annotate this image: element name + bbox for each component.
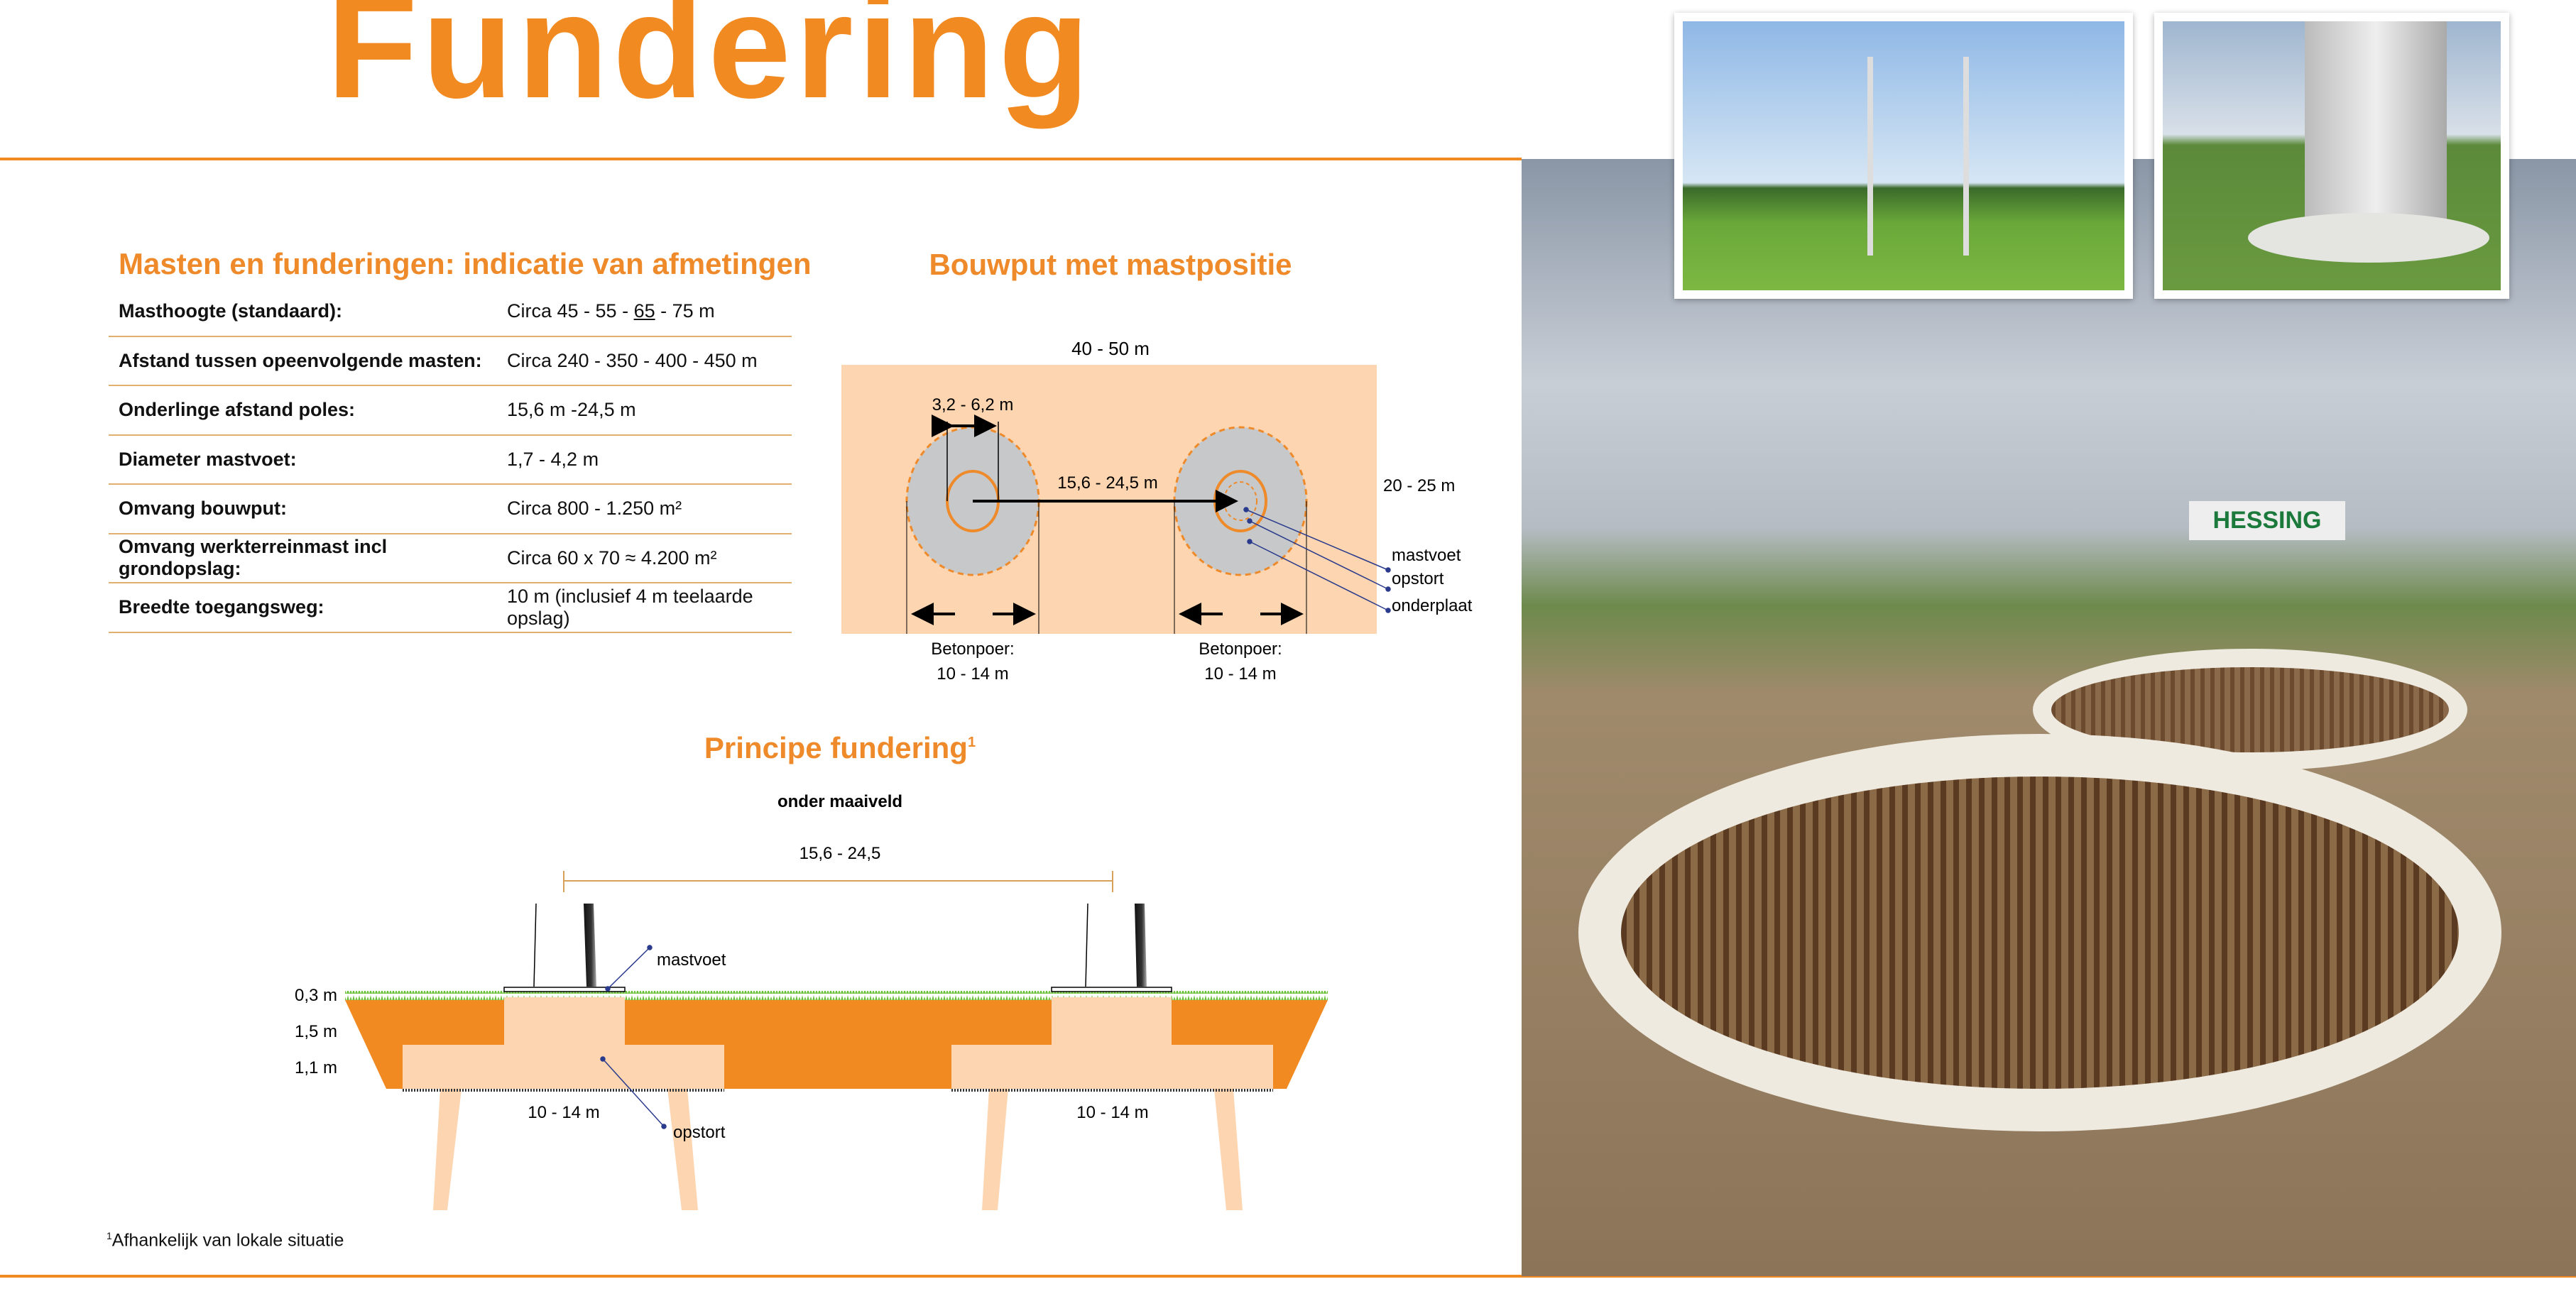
- mastvoet-diameter-label: 3,2 - 6,2 m: [932, 395, 1014, 415]
- depth-label: 1,1 m: [295, 1058, 337, 1077]
- opstort-right: [1223, 481, 1257, 521]
- betonpoer-label-right: Betonpoer:: [1199, 640, 1282, 659]
- row-label: Afstand tussen opeenvolgende masten:: [119, 349, 482, 371]
- footnote-marker: 1: [968, 735, 976, 750]
- legend-mastvoet: mastvoet: [1392, 546, 1461, 565]
- mastvoet-photo: [2163, 21, 2501, 290]
- grass: [345, 991, 1328, 1000]
- betonpoer-label-left: Betonpoer:: [931, 640, 1014, 659]
- pylon-photo: [1683, 21, 2124, 290]
- value-part: - 75 m: [655, 300, 715, 322]
- bouwput-height-label: 20 - 25 m: [1383, 476, 1455, 495]
- row-value: 1,7 - 4,2 m: [507, 448, 599, 470]
- mastvoet-label: mastvoet: [657, 950, 726, 970]
- diagrams: Bouwput met mastpositie 40 - 50 m 3,2 - …: [295, 248, 1473, 1210]
- row-value: 10 m (inclusief 4 m teelaarde opslag): [507, 585, 753, 629]
- footer-divider: [0, 1275, 2576, 1278]
- row-label: Onderlinge afstand poles:: [119, 399, 356, 421]
- legend-onderplaat: onderplaat: [1392, 596, 1473, 615]
- pylon-photo-frame: [1674, 13, 2133, 299]
- page-title: Fundering: [327, 0, 1094, 129]
- legend-opstort: opstort: [1392, 569, 1444, 588]
- construction-photo: HESSING: [1522, 159, 2576, 1276]
- table-row: Omvang bouwput: Circa 800 - 1.250 m²: [109, 485, 792, 534]
- value-underlined: 65: [633, 300, 655, 322]
- plate-size-left: 10 - 14 m: [528, 1103, 599, 1122]
- specs-heading: Masten en funderingen: indicatie van afm…: [119, 247, 812, 280]
- truck-sign: HESSING: [2189, 501, 2345, 540]
- header-divider: [0, 158, 1522, 160]
- principe-heading-text: Principe fundering: [704, 731, 968, 764]
- span-label: 15,6 - 24,5: [799, 844, 881, 863]
- value-part: Circa 45 - 55 -: [507, 300, 634, 322]
- betonpoer-size-right: 10 - 14 m: [1204, 664, 1276, 684]
- principe-heading: Principe fundering1: [704, 731, 976, 764]
- table-row: Masthoogte (standaard): Circa 45 - 55 - …: [109, 287, 792, 337]
- footnote-text: Afhankelijk van lokale situatie: [111, 1230, 344, 1251]
- foundation-right: [951, 997, 1273, 1089]
- row-value: Circa 240 - 350 - 400 - 450 m: [507, 349, 758, 371]
- depth-label: 0,3 m: [295, 986, 337, 1005]
- table-row: Omvang werkterreinmast incl grondopslag:…: [109, 534, 792, 583]
- row-value: Circa 45 - 55 - 65 - 75 m: [507, 300, 792, 322]
- table-row: Breedte toegangsweg: 10 m (inclusief 4 m …: [109, 583, 792, 633]
- opstort-label: opstort: [673, 1123, 726, 1142]
- row-label: Masthoogte (standaard):: [119, 300, 343, 322]
- plate-size-right: 10 - 14 m: [1076, 1103, 1148, 1122]
- bouwput-width-label: 40 - 50 m: [1071, 338, 1150, 359]
- mastvoet-photo-frame: [2154, 13, 2509, 299]
- row-value: Circa 800 - 1.250 m²: [507, 498, 682, 520]
- foundation-left: [403, 997, 724, 1089]
- pole-distance-label: 15,6 - 24,5 m: [1057, 473, 1157, 493]
- row-label: Omvang bouwput:: [119, 498, 287, 520]
- principe-subheading: onder maaiveld: [777, 792, 902, 811]
- footnote: 1Afhankelijk van lokale situatie: [107, 1230, 344, 1251]
- row-label: Breedte toegangsweg:: [119, 596, 324, 618]
- table-row: Afstand tussen opeenvolgende masten: Circ…: [109, 337, 792, 386]
- row-value: Circa 60 x 70 ≈ 4.200 m²: [507, 547, 717, 569]
- depth-label: 1,5 m: [295, 1022, 337, 1041]
- row-label: Diameter mastvoet:: [119, 448, 297, 470]
- footnote-marker: 1: [107, 1230, 112, 1241]
- table-row: Onderlinge afstand poles: 15,6 m -24,5 m: [109, 386, 792, 436]
- row-value: 15,6 m -24,5 m: [507, 399, 636, 421]
- betonpoer-size-left: 10 - 14 m: [937, 664, 1008, 684]
- bouwput-heading: Bouwput met mastpositie: [929, 248, 1292, 281]
- large-rebar-ring: [1578, 734, 2501, 1131]
- row-label: Omvang werkterreinmast incl grondopslag:: [119, 536, 388, 580]
- table-row: Diameter mastvoet: 1,7 - 4,2 m: [109, 436, 792, 485]
- specs-table: Masthoogte (standaard): Circa 45 - 55 - …: [109, 287, 792, 633]
